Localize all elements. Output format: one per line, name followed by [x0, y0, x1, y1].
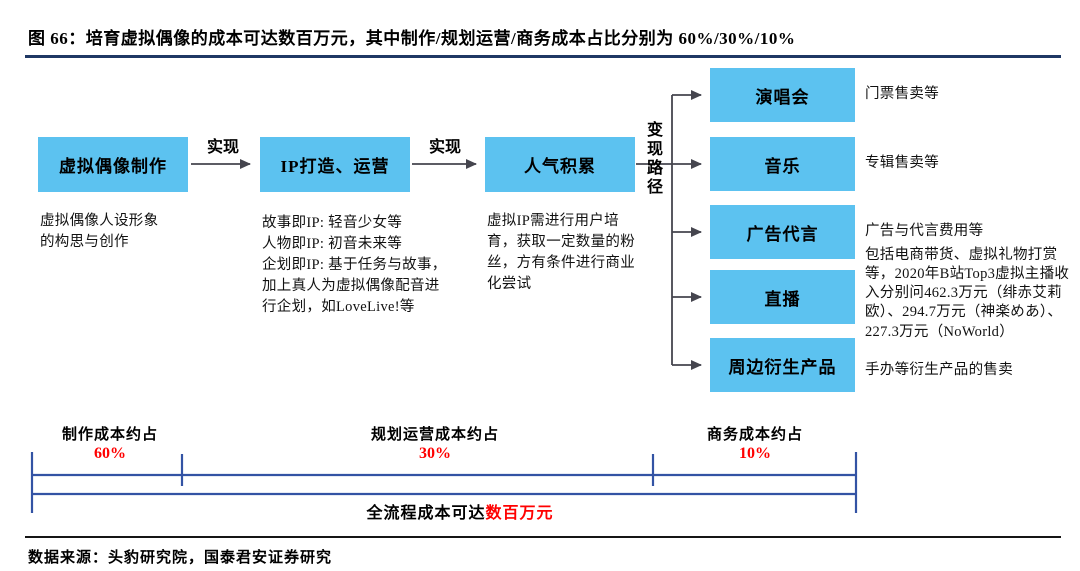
total-cost-highlight: 数百万元 [485, 505, 554, 522]
figure-title: 图 66：培育虚拟偶像的成本可达数百万元，其中制作/规划运营/商务成本占比分别为… [28, 29, 796, 48]
source-divider [25, 536, 1061, 538]
path-note-music: 专辑售卖等 [865, 155, 939, 171]
path-box-concert: 演唱会 [710, 68, 855, 122]
stage-box-production: 虚拟偶像制作 [38, 137, 188, 192]
total-cost-prefix: 全流程成本可达 [366, 505, 486, 522]
path-label: 演唱会 [755, 87, 810, 107]
path-note-concert: 门票售卖等 [865, 86, 939, 102]
stage-box-ip-operation: IP打造、运营 [260, 137, 410, 192]
cost-label-production: 制作成本约占 [61, 427, 158, 443]
path-box-livestream: 直播 [710, 270, 855, 324]
stage-box-popularity: 人气积累 [485, 137, 635, 192]
stage-note-production: 虚拟偶像人设形象的构思与创作 [40, 213, 159, 251]
arrow-label-shixian-2: 实现 [428, 139, 461, 156]
path-label: 广告代言 [746, 224, 819, 244]
path-box-derivatives: 周边衍生产品 [710, 338, 855, 392]
arrow-label-shixian-1: 实现 [206, 139, 239, 156]
cost-label-operation: 规划运营成本约占 [370, 427, 499, 443]
stage-label: 人气积累 [524, 157, 596, 176]
path-note-advertising: 广告与代言费用等 [865, 223, 984, 239]
cost-label-business: 商务成本约占 [706, 427, 803, 443]
path-note-derivatives: 手办等衍生产品的售卖 [865, 362, 1013, 378]
cost-ruler [30, 452, 858, 513]
stage-note-popularity: 虚拟IP需进行用户培育，获取一定数量的粉丝，方有条件进行商业化尝试 [487, 213, 635, 293]
data-source: 数据来源：头豹研究院，国泰君安证券研究 [28, 550, 333, 566]
path-label: 周边衍生产品 [728, 357, 837, 377]
cost-pct-business: 10% [739, 445, 771, 462]
path-note-livestream: 包括电商带货、虚拟礼物打赏等，2020年B站Top3虚拟主播收入分别问462.3… [865, 247, 1070, 340]
cost-pct-production: 60% [94, 445, 126, 462]
path-box-advertising: 广告代言 [710, 205, 855, 259]
stage-label: 虚拟偶像制作 [59, 157, 167, 176]
path-box-music: 音乐 [710, 137, 855, 191]
stage-label: IP打造、运营 [280, 157, 390, 176]
stage-note-ip-operation: 故事即IP: 轻音少女等 人物即IP: 初音未来等 企划即IP: 基于任务与故事… [262, 215, 447, 316]
path-label: 音乐 [764, 156, 801, 176]
title-underline [25, 55, 1061, 58]
cost-pct-operation: 30% [419, 445, 451, 462]
total-cost-label: 全流程成本可达数百万元 [260, 499, 660, 523]
path-label: 直播 [764, 289, 801, 309]
monetization-path-label: 变现路径 [644, 121, 661, 197]
